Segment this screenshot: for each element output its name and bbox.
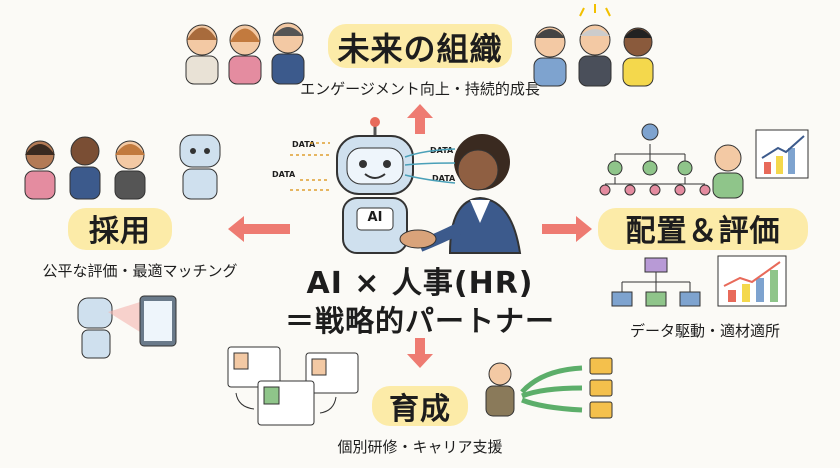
bottom-title-highlight <box>372 386 468 426</box>
handshake-icon <box>399 229 437 249</box>
left-subtitle: 公平な評価・最適マッチング <box>42 262 238 280</box>
data-label-2: DATA <box>272 170 296 179</box>
right-title-highlight <box>598 208 808 250</box>
top-title-highlight <box>328 24 512 68</box>
left-title-highlight <box>68 208 172 250</box>
org-chart-illustration <box>599 123 711 196</box>
people-group-top-left-illustration <box>185 22 305 85</box>
top-subtitle: エンゲージメント向上・持続的成長 <box>300 80 540 98</box>
robot-scanning-resume-illustration <box>77 295 177 359</box>
right-title: 配置＆評価 <box>625 214 781 249</box>
people-group-top-right-illustration <box>533 4 654 87</box>
arrow-right <box>542 216 592 242</box>
career-paths-illustration <box>485 357 613 419</box>
robot-chest-label: AI <box>367 210 383 225</box>
top-title: 未来の組織 <box>337 30 503 68</box>
center-title: AI × 人事(HR) <box>306 266 534 301</box>
employee-profile-cards-illustration <box>227 346 359 426</box>
bottom-subtitle: 個別研修・キャリア支援 <box>337 438 503 456</box>
candidates-and-robot-illustration <box>24 134 221 200</box>
bottom-title: 育成 <box>389 392 451 427</box>
ai-robot-illustration <box>336 117 414 254</box>
right-subtitle: データ駆動・適材適所 <box>629 322 781 340</box>
arrow-left <box>228 216 290 242</box>
hierarchy-diagram-illustration <box>611 257 701 307</box>
presenter-with-chart-illustration <box>712 129 809 199</box>
left-title: 採用 <box>89 214 151 249</box>
growth-bar-chart-illustration <box>717 255 787 307</box>
businesswoman-illustration <box>417 134 522 254</box>
arrow-up <box>407 104 433 134</box>
data-stream-lines <box>290 142 456 191</box>
data-label-4: DATA <box>432 174 456 183</box>
center-subtitle: ＝戦略的パートナー <box>284 304 556 338</box>
data-label-1: DATA <box>292 140 316 149</box>
arrow-down <box>407 338 433 368</box>
